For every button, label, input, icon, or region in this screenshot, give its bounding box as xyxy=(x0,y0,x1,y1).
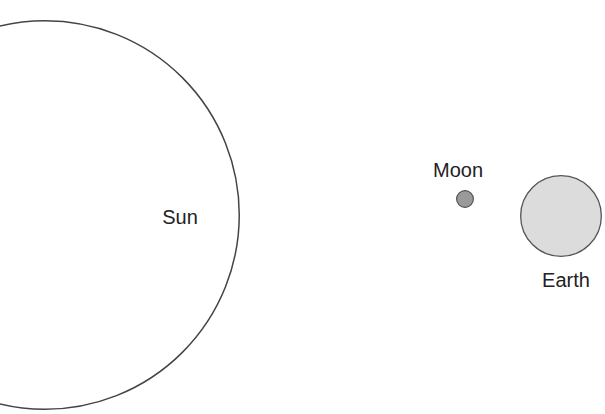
body-circle xyxy=(521,176,602,257)
body-label: Moon xyxy=(433,159,483,181)
body-circle xyxy=(457,191,474,208)
circle-outline xyxy=(456,190,474,208)
sun-circle: Sun xyxy=(0,20,240,410)
body-label: Earth xyxy=(542,269,590,291)
moon-circle: Moon xyxy=(456,190,474,208)
earth-circle: Earth xyxy=(520,175,602,257)
body-circle xyxy=(0,21,239,410)
circle-outline xyxy=(0,20,240,410)
body-label: Sun xyxy=(162,206,198,228)
circle-outline xyxy=(520,175,602,257)
